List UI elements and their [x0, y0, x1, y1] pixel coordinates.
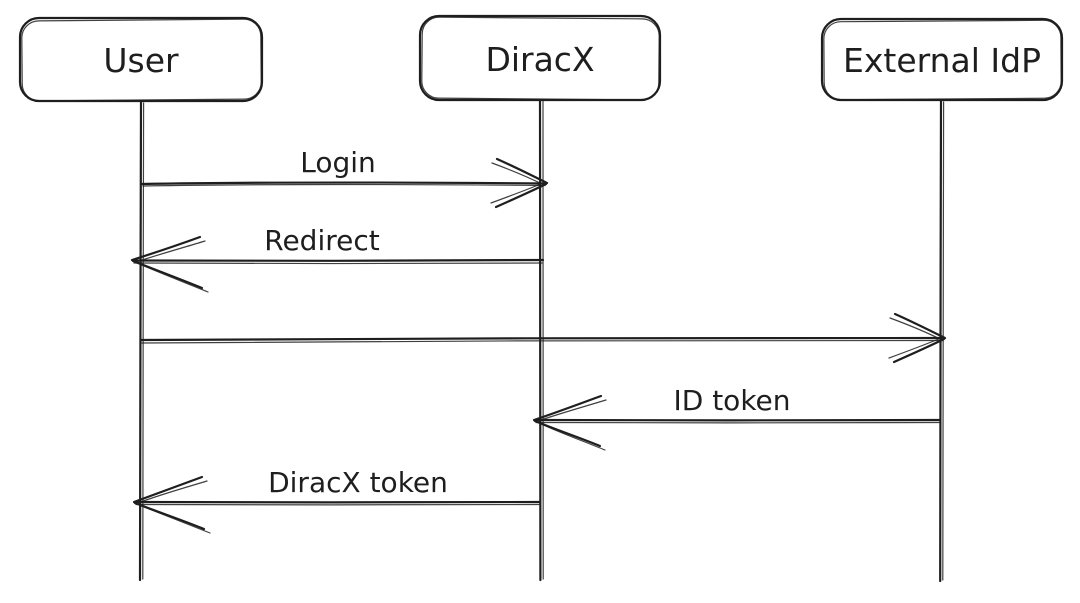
- actor-diracx: DiracX: [418, 14, 662, 102]
- message-label-diracx-token: DiracX token: [268, 466, 448, 499]
- lifeline-user: [138, 99, 145, 582]
- message-label-login: Login: [300, 146, 376, 179]
- message-label-redirect: Redirect: [264, 224, 379, 257]
- actor-external-idp: External IdP: [820, 17, 1064, 102]
- message-arrow-login: Login: [139, 146, 549, 209]
- actor-label-user: User: [103, 41, 179, 80]
- actor-box-external-idp: [820, 17, 1064, 102]
- actor-box-diracx: [418, 14, 662, 102]
- message-arrow-redirect: Redirect: [130, 224, 545, 293]
- lifeline-diracx: [538, 98, 544, 582]
- message-arrow-authenticate: [139, 312, 947, 364]
- actor-box-user: [18, 16, 264, 103]
- actor-label-external-idp: External IdP: [843, 41, 1041, 80]
- actor-label-diracx: DiracX: [485, 40, 594, 79]
- lifeline-external-idp: [939, 98, 945, 583]
- message-label-id-token: ID token: [673, 384, 790, 417]
- message-arrow-diracx-token: DiracX token: [132, 466, 542, 534]
- actor-user: User: [18, 16, 264, 103]
- message-arrow-id-token: ID token: [532, 384, 942, 451]
